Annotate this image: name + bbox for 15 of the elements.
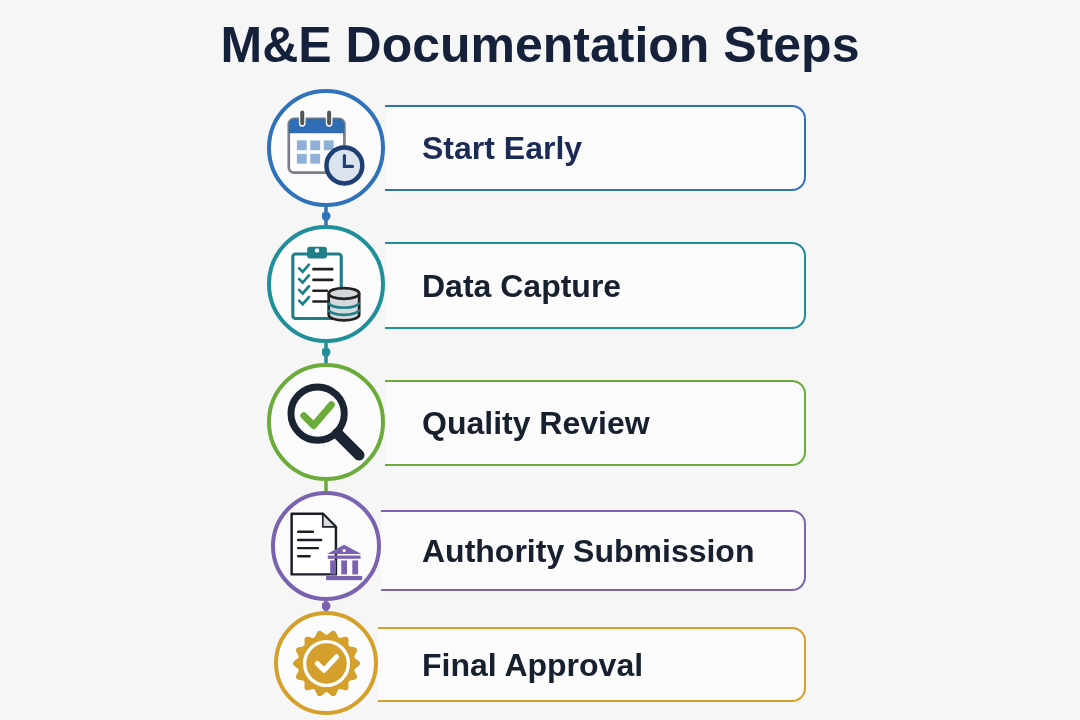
- step-card: [385, 105, 806, 191]
- step-label: Quality Review: [422, 404, 650, 442]
- step-card: [385, 380, 806, 466]
- step-card: [378, 627, 806, 702]
- step-card: [381, 510, 806, 591]
- step-label: Final Approval: [422, 645, 644, 684]
- step-card: [385, 242, 806, 329]
- connector-line: [321, 601, 331, 611]
- step-label: Authority Submission: [422, 531, 755, 570]
- connector-line: [321, 343, 331, 363]
- connector-line: [321, 207, 331, 225]
- step-label: Data Capture: [422, 266, 622, 305]
- diagram-title: M&E Documentation Steps: [220, 17, 860, 73]
- connector-line: [324, 481, 328, 491]
- step-label: Start Early: [422, 129, 583, 167]
